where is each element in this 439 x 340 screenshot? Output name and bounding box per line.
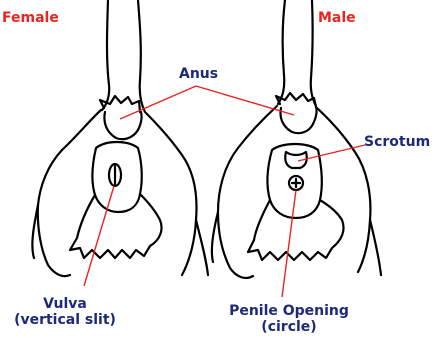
male-body-outline xyxy=(212,0,381,278)
penile-caption: Penile Opening (circle) xyxy=(214,303,364,335)
penile-opening-note: (circle) xyxy=(214,319,364,335)
scrotum-label: Scrotum xyxy=(364,134,430,150)
penile-opening-label: Penile Opening xyxy=(214,303,364,319)
male-title: Male xyxy=(318,10,356,26)
female-body-outline xyxy=(32,0,208,276)
female-title: Female xyxy=(2,10,59,26)
leader-lines xyxy=(84,86,365,297)
vulva-label: Vulva xyxy=(5,296,125,312)
vulva-caption: Vulva (vertical slit) xyxy=(5,296,125,328)
vulva-note: (vertical slit) xyxy=(5,312,125,328)
anus-label: Anus xyxy=(179,66,218,82)
penile-leader xyxy=(282,190,296,297)
